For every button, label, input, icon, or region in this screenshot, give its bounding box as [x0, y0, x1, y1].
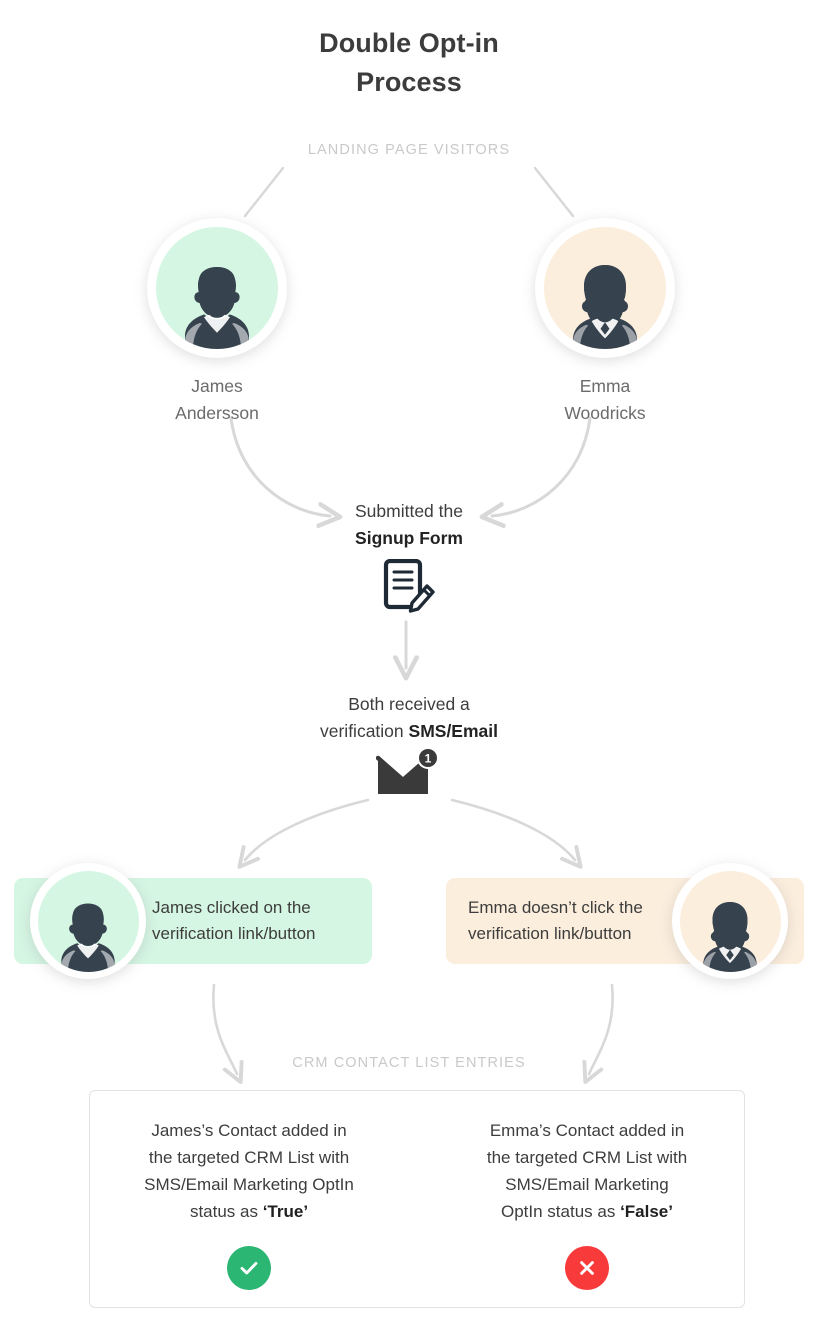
male-avatar-icon [156, 227, 278, 349]
connector-mail-to-james-card [245, 798, 370, 860]
crm-line3: SMS/Email Marketing [505, 1175, 669, 1194]
crm-optin-status-value: ‘False’ [620, 1202, 673, 1221]
outcome-card-emma: Emma doesn’t click the verification link… [446, 863, 804, 979]
visitor-last-name: Woodricks [564, 403, 646, 423]
crm-line1: Emma’s Contact added in [489, 1121, 685, 1140]
crm-line1: James’s Contact added in [151, 1121, 347, 1140]
crm-line4-prefix: OptIn status as [501, 1202, 621, 1221]
avatar-emma [535, 218, 675, 358]
outcome-line1: James clicked on the [152, 898, 311, 917]
envelope-badge-count: 1 [425, 752, 432, 766]
visitor-first-name: Emma [579, 376, 631, 396]
female-avatar-icon [544, 227, 666, 349]
visitor-last-name: Andersson [175, 403, 259, 423]
outcome-line1: Emma doesn’t click the [468, 898, 643, 917]
crm-entry-james: James’s Contact added in the targeted CR… [104, 1117, 394, 1290]
crm-caption-backdrop [279, 1052, 551, 1074]
landing-page-visitors-label: LANDING PAGE VISITORS [307, 142, 511, 158]
cross-circle-icon [565, 1246, 609, 1290]
crm-line3: SMS/Email Marketing OptIn [144, 1175, 354, 1194]
step-signup-form-line2: Signup Form [355, 528, 463, 548]
crm-results-panel: James’s Contact added in the targeted CR… [89, 1090, 745, 1308]
connector-landing-to-james [243, 166, 285, 218]
step-verification-text: Both received a verification SMS/Email [0, 691, 818, 745]
crm-line4-prefix: status as [189, 1202, 263, 1221]
avatar-james-outcome [30, 863, 146, 979]
connector-landing-to-emma [533, 166, 575, 218]
crm-line2: the targeted CRM List with [148, 1148, 350, 1167]
female-avatar-icon [679, 870, 781, 972]
outcome-line2: verification link/button [468, 924, 632, 943]
avatar-emma-outcome [672, 863, 788, 979]
male-avatar-icon [37, 870, 139, 972]
envelope-notification-icon: 1 [375, 747, 442, 796]
crm-entry-emma-text: Emma’s Contact added in the targeted CRM… [442, 1117, 732, 1225]
visitor-first-name: James [191, 376, 243, 396]
crm-line2: the targeted CRM List with [486, 1148, 688, 1167]
visitor-name-emma: Emma Woodricks [515, 373, 695, 427]
connector-mail-to-emma-card [450, 798, 575, 860]
signup-form-icon [383, 558, 435, 615]
outcome-card-james-text: James clicked on the verification link/b… [152, 895, 372, 947]
visitor-james: James Andersson [127, 218, 307, 427]
step-verification-strong: SMS/Email [408, 721, 498, 741]
page-title-line2: Process [356, 67, 462, 97]
outcome-card-emma-text: Emma doesn’t click the verification link… [446, 895, 668, 947]
page-title-line1: Double Opt-in [319, 28, 499, 58]
crm-entry-emma: Emma’s Contact added in the targeted CRM… [442, 1117, 732, 1290]
visitor-emma: Emma Woodricks [515, 218, 695, 427]
outcome-card-james: James clicked on the verification link/b… [14, 863, 372, 979]
outcome-line2: verification link/button [152, 924, 316, 943]
step-signup-form-text: Submitted the Signup Form [0, 498, 818, 552]
step-verification-line2: verification [320, 721, 409, 741]
step-signup-form-line1: Submitted the [355, 501, 463, 521]
page-title: Double Opt-in Process [0, 24, 818, 102]
step-verification-line1: Both received a [348, 694, 470, 714]
crm-optin-status-value: ‘True’ [262, 1202, 309, 1221]
crm-contact-list-entries-label: CRM CONTACT LIST ENTRIES [292, 1055, 526, 1071]
crm-entry-james-text: James’s Contact added in the targeted CR… [104, 1117, 394, 1225]
avatar-james [147, 218, 287, 358]
check-circle-icon [227, 1246, 271, 1290]
visitor-name-james: James Andersson [127, 373, 307, 427]
